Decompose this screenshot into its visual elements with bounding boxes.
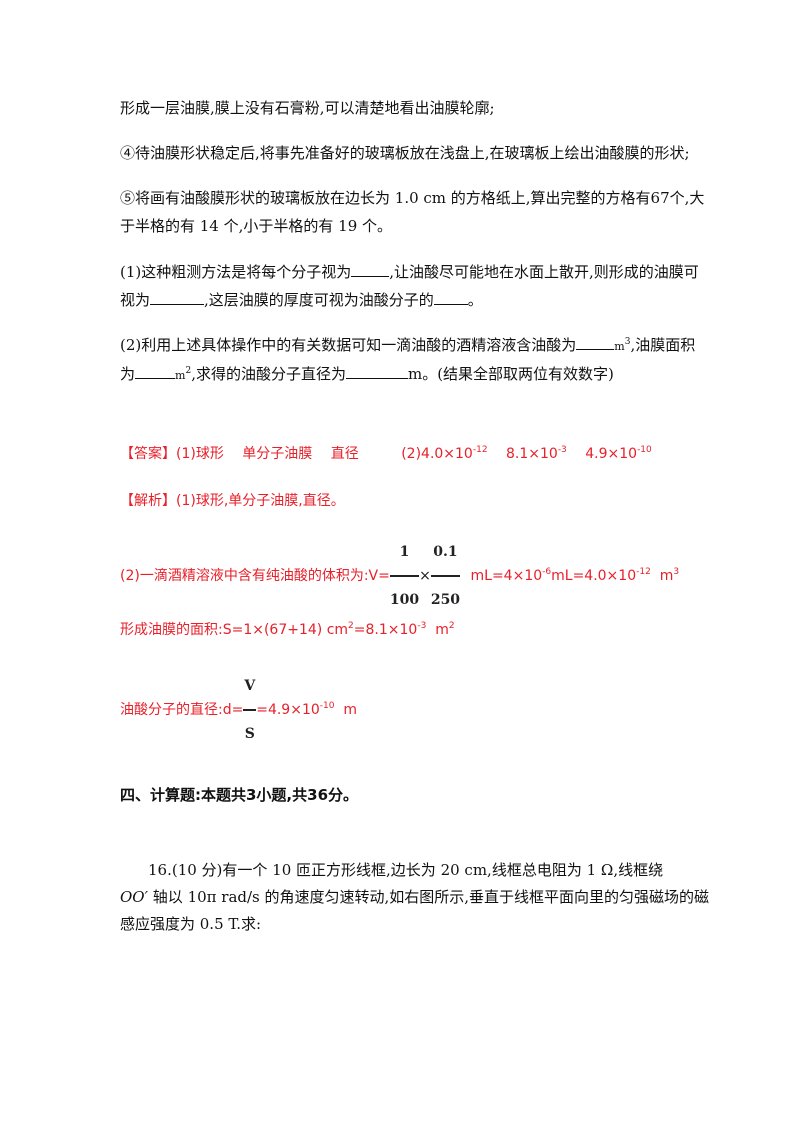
question-2-line-1: (2)利用上述具体操作中的有关数据可知一滴油酸的酒精溶液含油酸为 m3,油膜面积 bbox=[120, 334, 695, 357]
times-sign: × bbox=[419, 568, 431, 584]
fraction-numerator: 1 bbox=[389, 532, 420, 577]
question-2-text: 为 bbox=[120, 365, 136, 383]
analysis-line-2: (2)一滴酒精溶液中含有纯油酸的体积为:V=1 100 ×0.1 250 mL=4×1… bbox=[120, 532, 679, 620]
analysis-line-3: 形成油膜的面积:S=1×(67+14) cm2=8.1×10-3 m2 bbox=[120, 621, 455, 639]
question-2-text: ,求得的油酸分子直径为 bbox=[191, 365, 346, 383]
problem-step-5-line-2: 于半格的有 14 个,小于半格的有 19 个。 bbox=[120, 217, 393, 235]
question-2-text: ,油膜面积 bbox=[630, 336, 696, 354]
answer-blank bbox=[345, 363, 408, 379]
analysis-text: 油酸分子的直径:d= bbox=[120, 702, 244, 718]
answer-blank bbox=[576, 334, 615, 350]
question-1-text: ,这层油膜的厚度可视为油酸分子的 bbox=[204, 291, 434, 309]
answer-blank bbox=[351, 261, 390, 277]
question-1-line-2: 视为 ,这层油膜的厚度可视为油酸分子的 。 bbox=[120, 289, 483, 310]
unit-exponent: 2 bbox=[185, 366, 192, 376]
fraction: 1 100 bbox=[389, 532, 420, 620]
answer-blank bbox=[433, 289, 468, 305]
unit-exponent: 3 bbox=[624, 337, 631, 347]
problem-text-line-1: 形成一层油膜,膜上没有石膏粉,可以清楚地看出油膜轮廓; bbox=[120, 99, 495, 117]
fraction-numerator: 0.1 bbox=[430, 532, 461, 577]
fraction-denominator: 100 bbox=[389, 592, 420, 608]
question-2-line-2: 为 m2,求得的油酸分子直径为 m。(结果全部取两位有效数字) bbox=[120, 363, 614, 386]
question-1-text: 视为 bbox=[120, 291, 151, 309]
answer-2-diameter: 4.9×10-10 bbox=[585, 445, 652, 463]
question-1-text: ,让油酸尽可能地在水面上散开,则形成的油膜可 bbox=[389, 263, 699, 281]
analysis-text: (1)球形,单分子油膜,直径。 bbox=[176, 493, 345, 509]
problem-step-5-line-1: ⑤将画有油酸膜形状的玻璃板放在边长为 1.0 cm 的方格纸上,算出完整的方格有… bbox=[120, 189, 705, 207]
answer-1-thickness: 直径 bbox=[330, 446, 359, 462]
analysis-value: mL=4×10-6mL=4.0×10-12 m3 bbox=[470, 567, 680, 585]
answer-2-area: 8.1×10-3 bbox=[506, 445, 567, 463]
answer-tag: 【答案】 bbox=[120, 446, 176, 462]
fraction-denominator: S bbox=[244, 726, 255, 742]
question-1-text: 。 bbox=[467, 291, 483, 309]
unit: m bbox=[175, 369, 186, 382]
answer-2-volume: (2)4.0×10-12 bbox=[401, 445, 488, 463]
question-16-line-1: 16.(10 分)有一个 10 匝正方形线框,边长为 20 cm,线框总电阻为 … bbox=[148, 861, 664, 879]
axis-symbol: OO′ bbox=[120, 888, 149, 906]
analysis-text: (2)一滴酒精溶液中含有纯油酸的体积为:V= bbox=[120, 568, 390, 584]
analysis-value: =4.9×10-10 m bbox=[256, 701, 358, 719]
fraction-numerator: V bbox=[243, 666, 257, 711]
section-heading: 四、计算题:本题共3小题,共36分。 bbox=[120, 786, 359, 804]
analysis-line-1: 【解析】(1)球形,单分子油膜,直径。 bbox=[120, 491, 345, 511]
answer-blank bbox=[150, 289, 205, 305]
question-1-line-1: (1)这种粗测方法是将每个分子视为 ,让油酸尽可能地在水面上散开,则形成的油膜可 bbox=[120, 261, 699, 282]
fraction: 0.1 250 bbox=[430, 532, 461, 620]
question-16-line-2: OO′ 轴以 10π rad/s 的角速度匀速转动,如右图所示,垂直于线框平面向… bbox=[120, 887, 709, 907]
question-1-text: (1)这种粗测方法是将每个分子视为 bbox=[120, 263, 352, 281]
unit: m bbox=[614, 340, 625, 353]
analysis-text: 形成油膜的面积:S=1×(67+14) cm bbox=[120, 622, 349, 638]
answer-1-shape: (1)球形 bbox=[176, 446, 224, 462]
answer-1-film: 单分子油膜 bbox=[242, 446, 313, 462]
question-16-line-3: 感应强度为 0.5 T.求: bbox=[120, 915, 262, 933]
problem-step-4: ④待油膜形状稳定后,将事先准备好的玻璃板放在浅盘上,在玻璃板上绘出油酸膜的形状; bbox=[120, 144, 690, 162]
analysis-tag: 【解析】 bbox=[120, 493, 176, 509]
answer-line: 【答案】(1)球形 单分子油膜 直径 (2)4.0×10-12 8.1×10-3… bbox=[120, 444, 652, 464]
question-2-text: (2)利用上述具体操作中的有关数据可知一滴油酸的酒精溶液含油酸为 bbox=[120, 336, 577, 354]
fraction-denominator: 250 bbox=[430, 592, 461, 608]
answer-blank bbox=[135, 363, 176, 379]
question-2-text: m。(结果全部取两位有效数字) bbox=[407, 365, 614, 383]
question-16-text: 轴以 10π rad/s 的角速度匀速转动,如右图所示,垂直于线框平面向里的匀强… bbox=[152, 888, 710, 906]
